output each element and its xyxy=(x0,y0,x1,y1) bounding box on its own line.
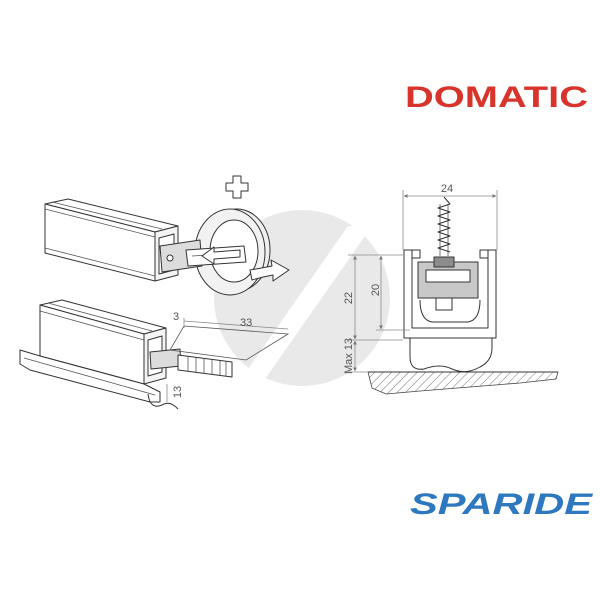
top-flange-left xyxy=(404,249,421,259)
trim-sheet-dimension xyxy=(183,320,289,330)
max-gap-label: Max 13 xyxy=(343,338,355,374)
width-label: 24 xyxy=(441,183,453,195)
width-dimension: 24 xyxy=(402,183,498,250)
lower-profile-edge xyxy=(47,302,153,332)
arrow-right-icon xyxy=(249,259,290,282)
inner-height-label: 20 xyxy=(370,284,382,296)
max-gap-dimension: Max 13 xyxy=(343,338,357,374)
seal-clip xyxy=(419,299,481,323)
domatic-logo: DOMATIC xyxy=(405,81,588,114)
sparide-logo: SPARIDE xyxy=(410,488,593,521)
plus-icon xyxy=(225,175,249,199)
lower-profile-edge xyxy=(39,310,145,341)
inner-height-dimension: 20 xyxy=(370,255,383,330)
top-flange-right xyxy=(479,249,496,259)
cross-section: 24 22 20 Max 13 xyxy=(343,183,559,395)
carrier-slot xyxy=(425,269,471,283)
upper-profile-edge xyxy=(51,201,163,230)
seal-strip-lip xyxy=(147,393,179,410)
end-cap xyxy=(177,354,233,378)
height-dimension: 22 xyxy=(343,255,357,340)
carrier-tab xyxy=(435,297,453,311)
section-profile xyxy=(403,249,497,339)
sealing-lip xyxy=(409,337,493,373)
upper-profile-edge xyxy=(44,247,156,277)
offset-label: 3 xyxy=(173,311,179,323)
drop-label: 13 xyxy=(172,386,184,398)
height-label: 22 xyxy=(343,292,355,304)
length-label: 33 xyxy=(240,317,252,329)
trim-sheet-outline xyxy=(169,325,290,361)
watermark-band xyxy=(232,226,372,392)
trim-sheet: 3 33 xyxy=(169,311,290,361)
bracket-hole xyxy=(166,254,174,262)
lower-profile xyxy=(39,299,182,385)
screw-thread xyxy=(437,196,451,253)
drop-dimension: 13 xyxy=(166,384,184,402)
screw xyxy=(437,196,451,256)
arrow-left-icon xyxy=(201,246,241,265)
screw-head xyxy=(433,256,455,268)
lower-profile-insert xyxy=(149,348,182,370)
end-cap-body xyxy=(177,354,233,378)
upper-profile xyxy=(44,198,179,282)
floor-hatch xyxy=(367,371,559,395)
upper-profile-edge xyxy=(44,208,156,238)
seal-strip-body xyxy=(19,349,161,403)
seal-strip xyxy=(19,349,179,410)
seal-strip-edge xyxy=(23,357,156,396)
